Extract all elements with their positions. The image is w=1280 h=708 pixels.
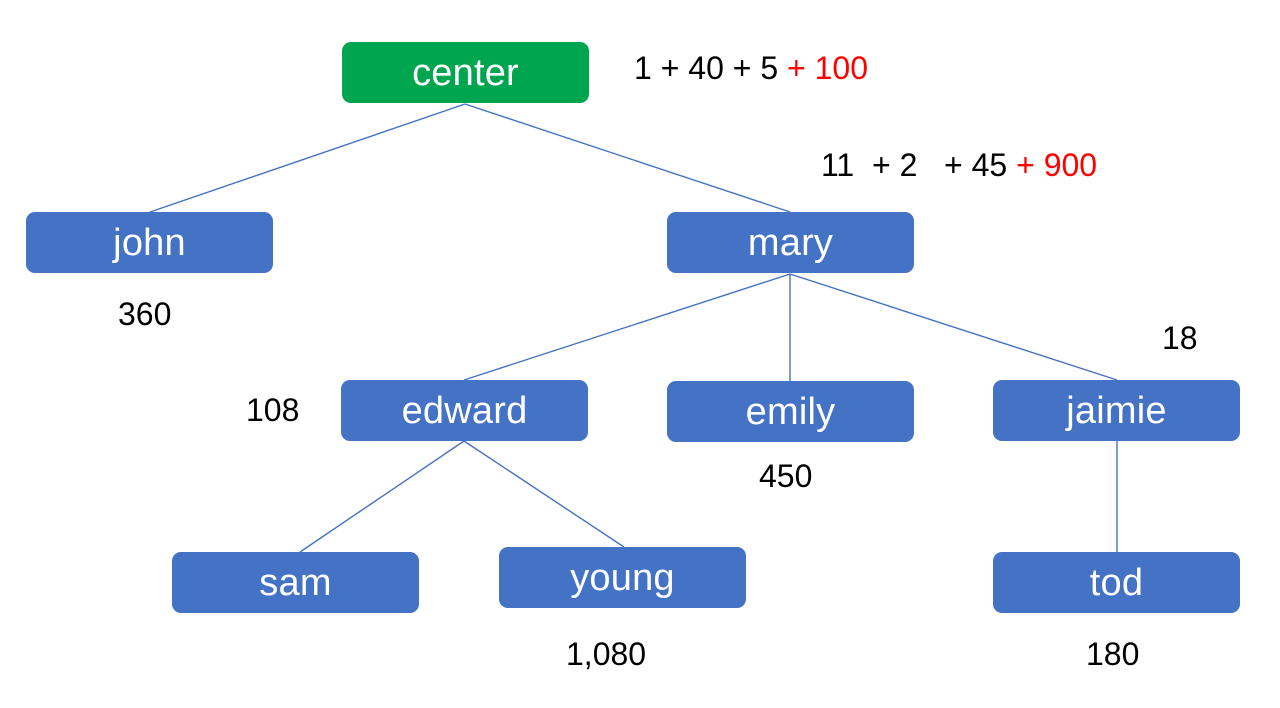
equation-black-part-center-equation: 1 + 40 + 5 — [634, 50, 788, 86]
node-tod[interactable]: tod — [993, 552, 1240, 613]
equation-black-part-mary-equation: 11 + 2 + 45 — [821, 147, 1017, 183]
equation-center-equation: 1 + 40 + 5 + 100 — [634, 52, 868, 84]
node-jaimie[interactable]: jaimie — [993, 380, 1240, 441]
annotation-jaimie-value: 18 — [1162, 320, 1198, 356]
node-edward[interactable]: edward — [341, 380, 588, 441]
node-young[interactable]: young — [499, 547, 746, 608]
annotation-emily-value: 450 — [759, 458, 813, 494]
node-emily[interactable]: emily — [667, 381, 914, 442]
node-label-young: young — [570, 556, 675, 599]
edge-edward-to-young — [463, 440, 625, 548]
annotation-edward-value: 108 — [246, 392, 300, 428]
node-label-tod: tod — [1089, 561, 1144, 604]
node-label-john: john — [113, 221, 186, 264]
node-label-sam: sam — [259, 561, 332, 604]
edge-edward-to-sam — [299, 440, 465, 553]
annotation-john-value: 360 — [118, 296, 172, 332]
edge-center-to-mary — [464, 103, 791, 213]
annotation-tod-value: 180 — [1086, 636, 1140, 672]
node-center[interactable]: center — [342, 42, 589, 103]
equation-mary-equation: 11 + 2 + 45 + 900 — [821, 149, 1097, 181]
edge-mary-to-edward — [463, 273, 791, 381]
node-label-edward: edward — [401, 389, 528, 432]
edge-center-to-john — [149, 103, 466, 213]
edge-mary-to-jaimie — [789, 273, 1118, 381]
node-label-jaimie: jaimie — [1066, 389, 1167, 432]
node-john[interactable]: john — [26, 212, 273, 273]
node-sam[interactable]: sam — [172, 552, 419, 613]
node-label-mary: mary — [747, 221, 834, 264]
node-mary[interactable]: mary — [667, 212, 914, 273]
node-label-center: center — [412, 51, 519, 94]
equation-red-part-mary-equation: + 900 — [1016, 147, 1098, 183]
annotation-young-value: 1,080 — [566, 636, 647, 672]
equation-red-part-center-equation: + 100 — [787, 50, 868, 86]
node-label-emily: emily — [745, 390, 836, 433]
